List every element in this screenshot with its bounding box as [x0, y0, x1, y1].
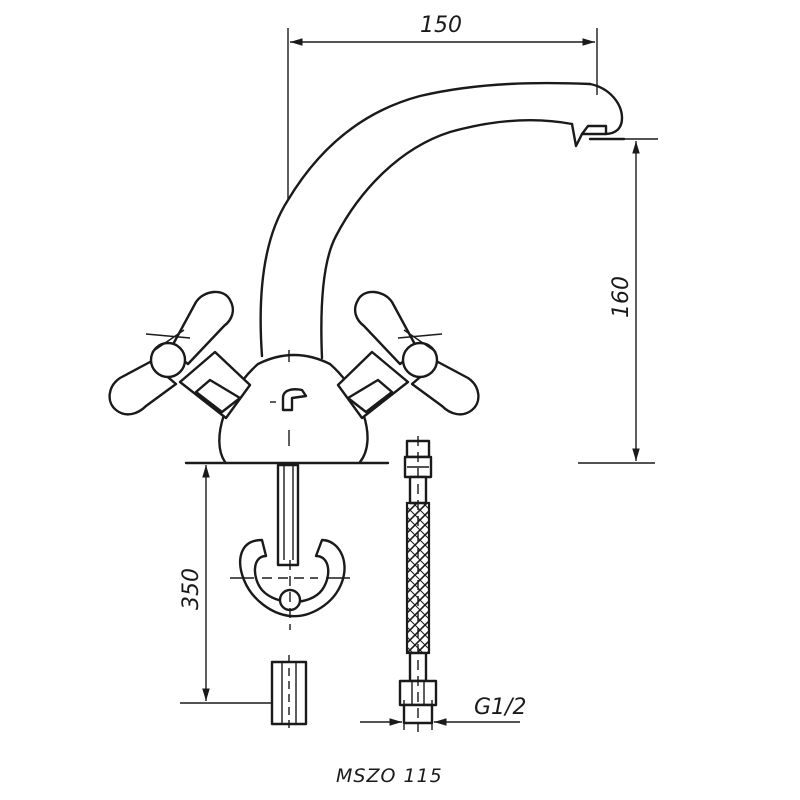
- dimension-350-label: 350: [179, 568, 204, 610]
- model-label: MSZO 115: [336, 765, 443, 787]
- spout: [259, 81, 626, 360]
- dimension-160: 160: [578, 138, 658, 464]
- right-handle: [336, 290, 480, 420]
- dimension-350: 350: [179, 462, 275, 704]
- dimension-150-label: 150: [420, 13, 462, 38]
- mounting-washer: [230, 538, 350, 630]
- dimension-160-label: 160: [609, 276, 634, 318]
- dimension-thread-label: G1/2: [474, 695, 526, 720]
- dimension-thread: G1/2: [360, 695, 526, 730]
- left-handle: [108, 290, 252, 420]
- mounting-nut: [270, 655, 308, 732]
- mounting-shank: [276, 463, 300, 567]
- dimension-150: 150: [287, 13, 598, 200]
- flexible-hose: [398, 436, 438, 732]
